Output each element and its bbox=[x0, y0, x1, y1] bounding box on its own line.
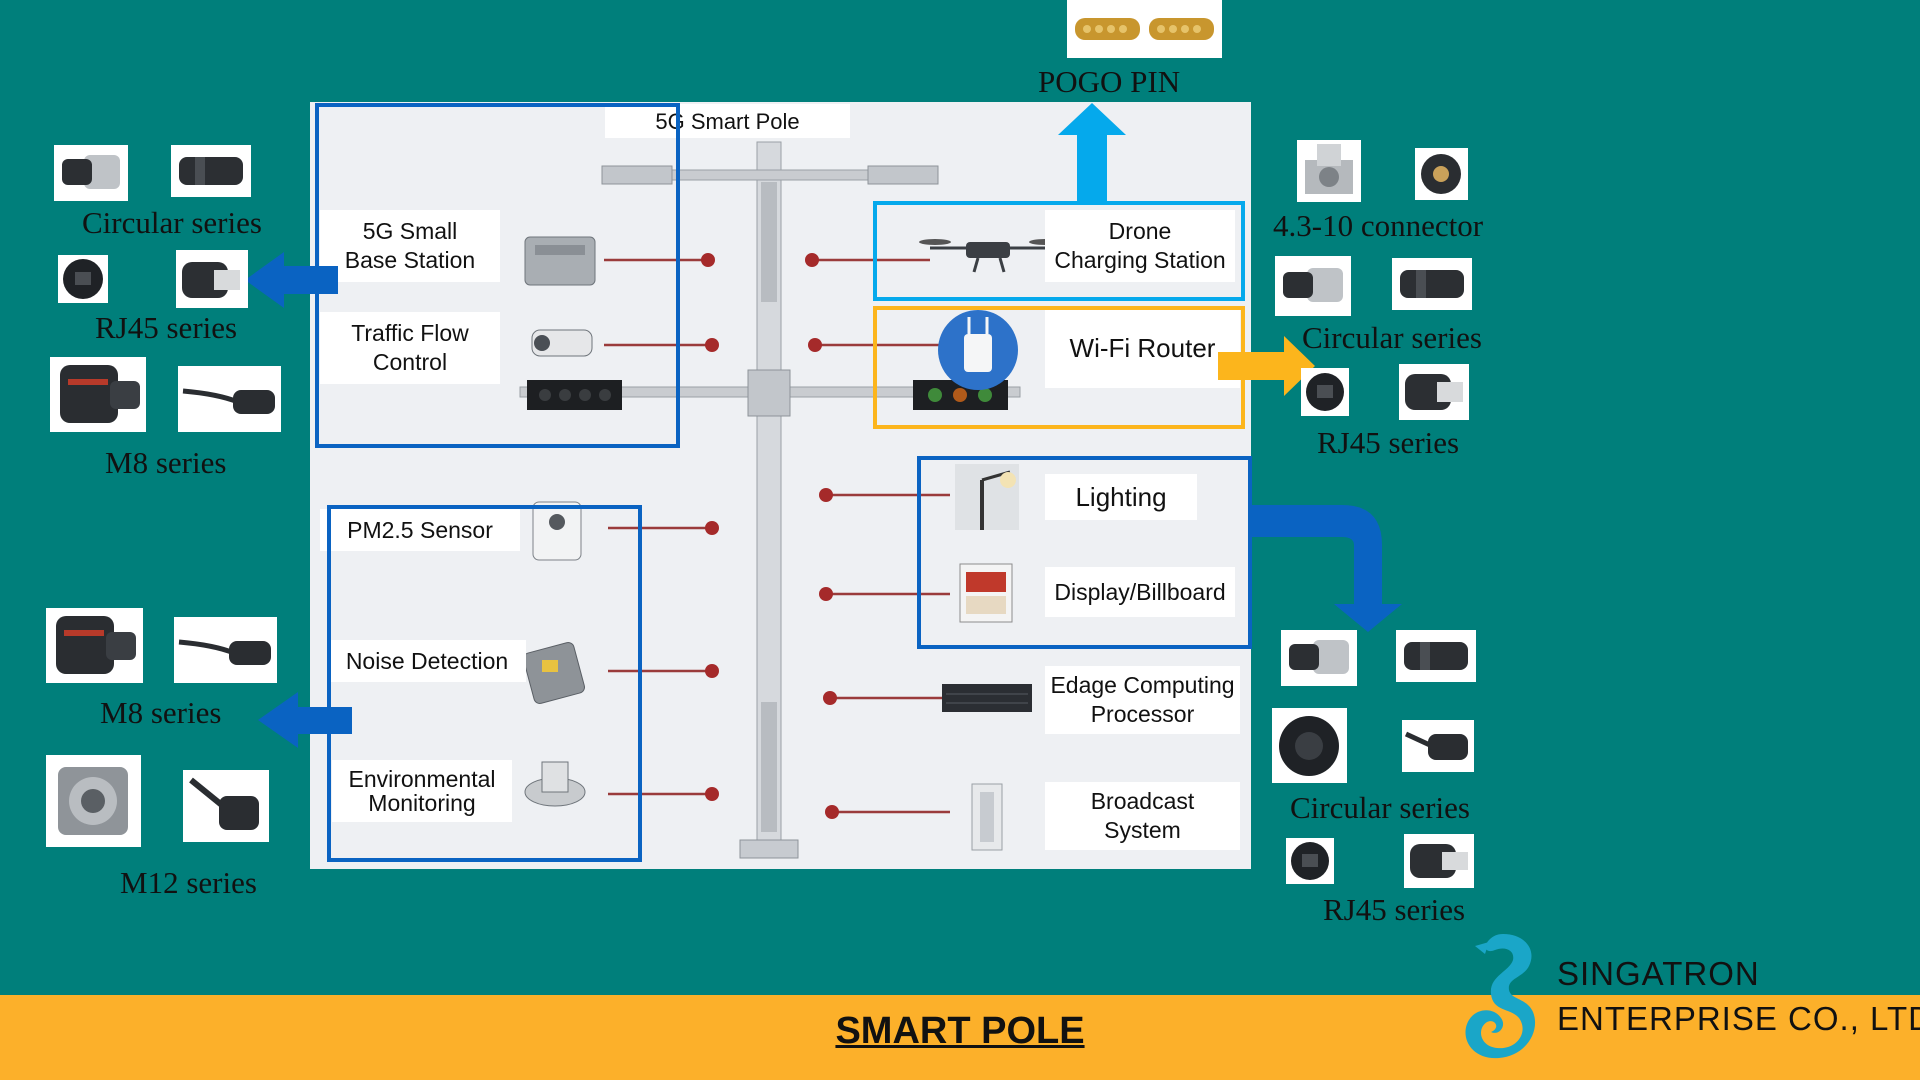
right-circular-image-4 bbox=[1396, 630, 1476, 682]
pole-illustration bbox=[519, 141, 1061, 859]
43-10-connector-image-2 bbox=[1415, 148, 1468, 200]
right-circular-image-6 bbox=[1402, 720, 1474, 772]
camera-icon bbox=[531, 329, 593, 357]
label-left-bottom-m8: M8 series bbox=[100, 695, 222, 730]
environment-sensor-icon bbox=[524, 761, 586, 807]
noise-sensor-icon bbox=[523, 642, 585, 704]
server-icon bbox=[942, 684, 1032, 712]
router-icon bbox=[938, 310, 1018, 390]
arrow-left-top-icon bbox=[245, 252, 338, 308]
m8-connector-image-3 bbox=[46, 608, 143, 683]
m12-connector-image-2 bbox=[183, 770, 269, 842]
group-box-lighting-display bbox=[917, 456, 1252, 649]
label-noise-detection: Noise Detection bbox=[328, 640, 526, 682]
label-right-bottom-rj45: RJ45 series bbox=[1323, 892, 1466, 927]
right-rj45-image-4 bbox=[1404, 834, 1474, 888]
label-wifi-router: Wi-Fi Router bbox=[1045, 308, 1240, 388]
label-broadcast-system: Broadcast System bbox=[1045, 782, 1240, 850]
label-pm25-sensor: PM2.5 Sensor bbox=[320, 509, 520, 551]
brand-line-1: SINGATRON bbox=[1557, 955, 1760, 992]
speaker-icon bbox=[971, 783, 1003, 851]
m12-connector-image-1 bbox=[46, 755, 141, 847]
arrow-curve-icon bbox=[1252, 505, 1402, 632]
m8-connector-image-4 bbox=[174, 617, 277, 683]
label-traffic-flow-control: Traffic Flow Control bbox=[320, 312, 500, 384]
group-box-sensors bbox=[327, 505, 642, 862]
pm25-sensor-icon bbox=[532, 501, 582, 561]
m8-connector-image-1 bbox=[50, 357, 146, 432]
label-right-bottom-circular: Circular series bbox=[1290, 790, 1470, 825]
page-title: SMART POLE bbox=[835, 1010, 1085, 1052]
label-right-top-rj45: RJ45 series bbox=[1317, 425, 1460, 460]
arrow-left-bottom-icon bbox=[258, 692, 352, 748]
smart-pole-diagram-panel: 5G Smart Pole 5G Small Base Station Traf… bbox=[310, 102, 1251, 869]
rj45-connector-image-1 bbox=[58, 255, 108, 303]
right-circular-image-2 bbox=[1392, 258, 1472, 310]
label-right-top-43-10: 4.3-10 connector bbox=[1273, 208, 1484, 243]
right-rj45-image-1 bbox=[1301, 368, 1349, 416]
label-left-bottom-m12: M12 series bbox=[120, 865, 257, 900]
circular-connector-image-1 bbox=[54, 145, 128, 201]
m8-connector-image-2 bbox=[178, 366, 281, 432]
right-rj45-image-3 bbox=[1286, 838, 1334, 884]
label-environmental-monitoring: Environmental Monitoring bbox=[332, 760, 512, 822]
label-drone-charging-station: Drone Charging Station bbox=[1045, 210, 1235, 282]
brand-line-2: ENTERPRISE CO., LTD bbox=[1557, 1000, 1920, 1037]
rj45-connector-image-2 bbox=[176, 250, 248, 308]
group-box-drone bbox=[873, 201, 1245, 301]
footer-bar bbox=[0, 995, 1920, 1080]
43-10-connector-image-1 bbox=[1297, 140, 1361, 202]
circular-connector-image-2 bbox=[171, 145, 251, 197]
arrow-up-icon bbox=[1058, 103, 1126, 203]
right-rj45-image-2 bbox=[1399, 364, 1469, 420]
street-light-icon bbox=[955, 464, 1019, 530]
label-edge-computing-processor: Edage Computing Processor bbox=[1045, 666, 1240, 734]
right-circular-image-3 bbox=[1281, 630, 1357, 686]
label-small-base-station: 5G Small Base Station bbox=[320, 210, 500, 282]
label-left-top-m8: M8 series bbox=[105, 445, 227, 480]
arrow-right-icon bbox=[1218, 336, 1315, 396]
right-circular-image-5 bbox=[1272, 708, 1347, 783]
label-right-top-circular: Circular series bbox=[1302, 320, 1482, 355]
seahorse-logo-icon bbox=[1465, 934, 1536, 1059]
label-pogo-pin: POGO PIN bbox=[1038, 64, 1181, 99]
label-left-top-rj45: RJ45 series bbox=[95, 310, 238, 345]
label-left-top-circular: Circular series bbox=[82, 205, 262, 240]
right-circular-image-1 bbox=[1275, 256, 1351, 316]
label-lighting: Lighting bbox=[1045, 474, 1197, 520]
billboard-icon bbox=[959, 563, 1013, 623]
pogo-pin-image bbox=[1067, 0, 1222, 58]
label-display-billboard: Display/Billboard bbox=[1045, 567, 1235, 617]
base-station-icon bbox=[524, 236, 596, 286]
